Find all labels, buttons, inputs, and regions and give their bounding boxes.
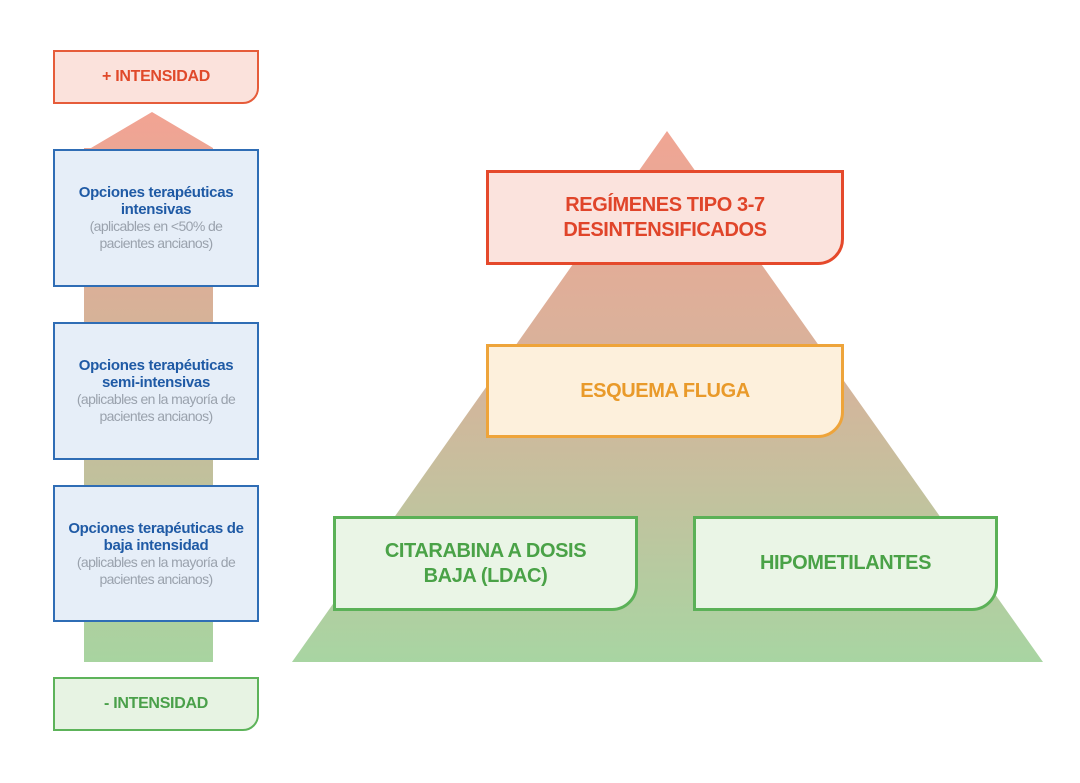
pyramid-middle-box: ESQUEMA FLUGA (486, 344, 844, 438)
more-intensity-label: + INTENSIDAD (53, 50, 259, 104)
option-semi-intensive-subtitle: (aplicables en la mayoría de pacientes a… (76, 391, 236, 424)
pyramid-middle-text: ESQUEMA FLUGA (580, 379, 750, 402)
less-intensity-label: - INTENSIDAD (53, 677, 259, 731)
option-semi-intensive: Opciones terapéuticas semi-intensivas (a… (53, 322, 259, 460)
option-low-intensity-subtitle: (aplicables en la mayoría de pacientes a… (76, 553, 236, 587)
pyramid-bottom-right-box: HIPOMETILANTES (693, 516, 998, 611)
pyramid-bottom-left-box: CITARABINA A DOSIS BAJA (LDAC) (333, 516, 638, 611)
pyramid-top-text: REGÍMENES TIPO 3-7 DESINTENSIFICADOS (563, 193, 767, 241)
option-low-intensity-title: Opciones terapéuticas de baja intensidad (68, 519, 244, 554)
pyramid-bottom-left-text: CITARABINA A DOSIS BAJA (LDAC) (384, 539, 587, 587)
pyramid-top-box: REGÍMENES TIPO 3-7 DESINTENSIFICADOS (486, 170, 844, 265)
pyramid-bottom-right-text: HIPOMETILANTES (759, 552, 932, 574)
option-intensive: Opciones terapéuticas intensivas (aplica… (53, 149, 259, 287)
option-intensive-title: Opciones terapéuticas intensivas (78, 184, 234, 218)
option-intensive-subtitle: (aplicables en <50% de pacientes anciano… (89, 218, 223, 251)
option-low-intensity: Opciones terapéuticas de baja intensidad… (53, 485, 259, 622)
option-semi-intensive-title: Opciones terapéuticas semi-intensivas (78, 357, 234, 391)
